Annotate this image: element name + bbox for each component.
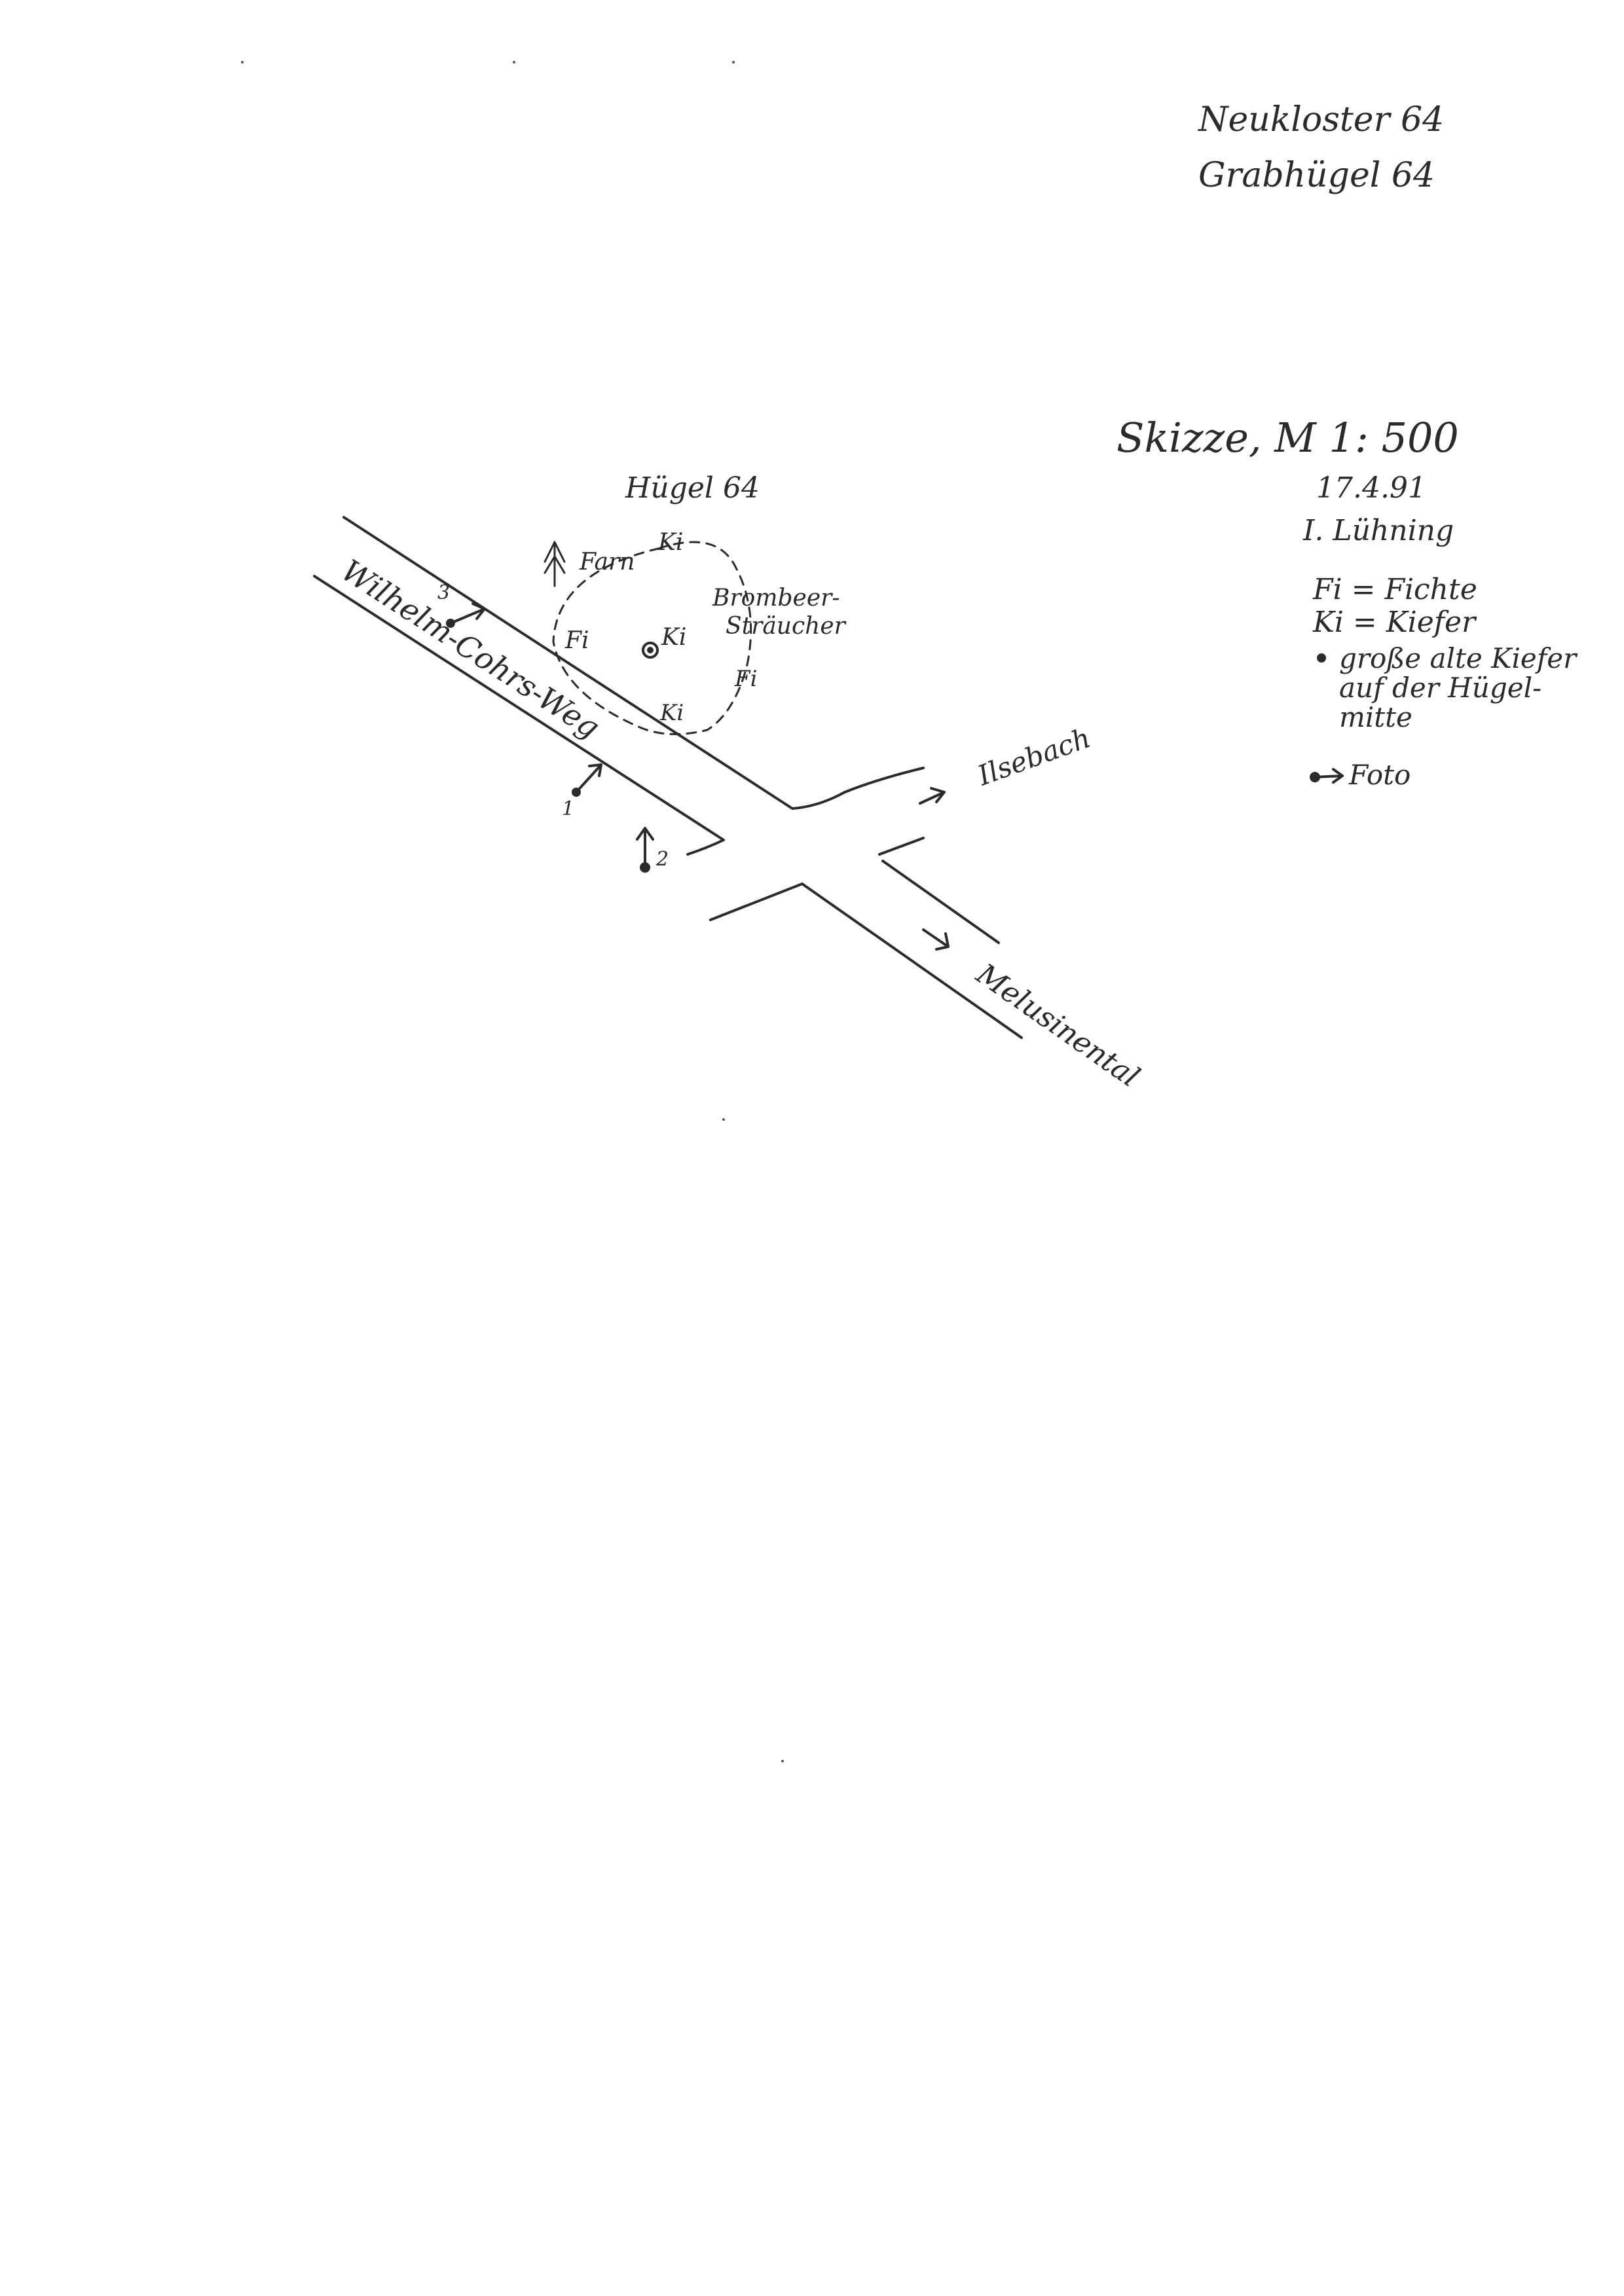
roads <box>313 516 1023 1039</box>
brambles-label-2: Sträucher <box>726 613 847 640</box>
tree-ki-top: Ki <box>657 529 683 556</box>
legend-big-pine-3: mitte <box>1339 701 1412 733</box>
tree-fi-right: Fi <box>734 666 757 692</box>
direction-arrows <box>919 787 950 951</box>
brambles-label-1: Brombeer- <box>712 585 840 611</box>
legend: Fi = Fichte Ki = Kiefer große alte Kiefe… <box>1310 573 1578 791</box>
site-title: Neukloster 64 <box>1197 100 1444 139</box>
road-edge-junction-right <box>878 837 925 856</box>
legend-big-pine-1: große alte Kiefer <box>1339 642 1578 674</box>
tree-fi-left: Fi <box>564 627 589 654</box>
scan-specks <box>241 61 784 1762</box>
road-label-melusinental: Melusinental <box>970 957 1145 1094</box>
photo-position-2-icon <box>636 827 654 873</box>
melusinental-arrow-icon <box>922 928 950 951</box>
legend-big-pine-2: auf der Hügel- <box>1339 672 1541 704</box>
site-map: Hügel 64 Ki Ki Ki Fi Fi Brombeer- Sträuc… <box>313 471 1145 1094</box>
photo-position-3-icon <box>446 602 486 628</box>
photo-position-2-label: 2 <box>655 848 669 871</box>
mound-outline <box>552 541 752 735</box>
mound-title: Hügel 64 <box>625 471 760 505</box>
photo-arrow-icon <box>1310 768 1344 784</box>
ilsebach-arrow-icon <box>919 787 946 805</box>
fern-icon <box>544 541 566 587</box>
tree-ki-bottom: Ki <box>659 700 684 726</box>
big-pine-symbol-icon <box>1317 653 1326 663</box>
photo-position-3-label: 3 <box>437 581 450 604</box>
road-edge-south-upper <box>881 860 1000 944</box>
road-edge-lower <box>313 575 725 856</box>
scale-label: Skizze, M 1: 500 <box>1116 414 1459 462</box>
tree-ki-center: Ki <box>661 624 686 651</box>
site-header: Neukloster 64 Grabhügel 64 <box>1197 100 1444 195</box>
photo-position-1-icon <box>572 763 602 797</box>
fern-label: Farn <box>579 549 635 575</box>
road-edge-south-west <box>709 883 803 921</box>
legend-ki: Ki = Kiefer <box>1312 606 1477 639</box>
road-label-ilsebach: Ilsebach <box>973 721 1095 792</box>
site-subtitle: Grabhügel 64 <box>1198 156 1435 195</box>
photo-position-1-label: 1 <box>562 797 574 820</box>
legend-photo: Foto <box>1348 759 1411 791</box>
author-label: I. Lühning <box>1302 514 1454 547</box>
date-label: 17.4.91 <box>1316 471 1426 505</box>
legend-fi: Fi = Fichte <box>1312 573 1477 606</box>
sketch-info: Skizze, M 1: 500 17.4.91 I. Lühning <box>1116 414 1459 547</box>
big-pine-marker-icon <box>642 642 659 659</box>
road-edge-upper <box>342 516 925 810</box>
road-edge-south-lower <box>801 883 1023 1039</box>
